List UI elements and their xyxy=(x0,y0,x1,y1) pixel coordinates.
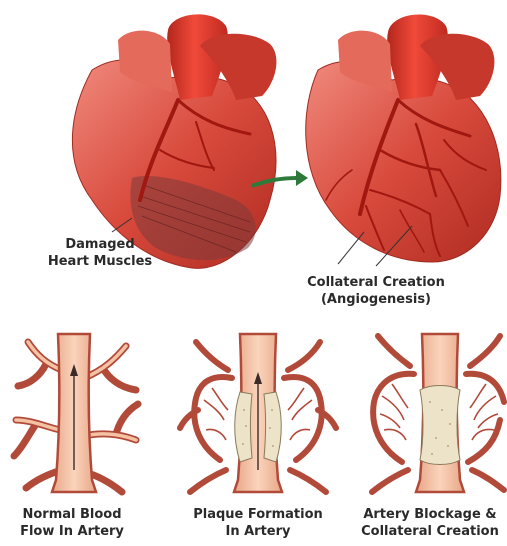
artery-normal xyxy=(14,334,138,492)
normal-flow-caption: Normal Blood Flow In Artery xyxy=(4,506,140,540)
normal-flow-caption-line1: Normal Blood xyxy=(4,506,140,523)
damaged-heart-label-line2: Heart Muscles xyxy=(40,253,160,270)
collateral-creation-label-line1: Collateral Creation xyxy=(296,274,456,291)
blockage-caption-line2: Collateral Creation xyxy=(354,523,506,540)
plaque-formation-caption-line1: Plaque Formation xyxy=(180,506,336,523)
artery-plaque xyxy=(180,334,336,492)
damaged-heart-label: Damaged Heart Muscles xyxy=(40,236,160,270)
plaque-formation-caption-line2: In Artery xyxy=(180,523,336,540)
heart-damaged xyxy=(72,14,276,268)
damaged-heart-label-line1: Damaged xyxy=(40,236,160,253)
blockage-caption-line1: Artery Blockage & xyxy=(354,506,506,523)
collateral-creation-label: Collateral Creation (Angiogenesis) xyxy=(296,274,456,308)
heart-collateral xyxy=(306,15,501,266)
collateral-creation-label-line2: (Angiogenesis) xyxy=(296,291,456,308)
normal-flow-caption-line2: Flow In Artery xyxy=(4,523,140,540)
blockage-caption: Artery Blockage & Collateral Creation xyxy=(354,506,506,540)
plaque-formation-caption: Plaque Formation In Artery xyxy=(180,506,336,540)
artery-blockage xyxy=(372,334,504,492)
